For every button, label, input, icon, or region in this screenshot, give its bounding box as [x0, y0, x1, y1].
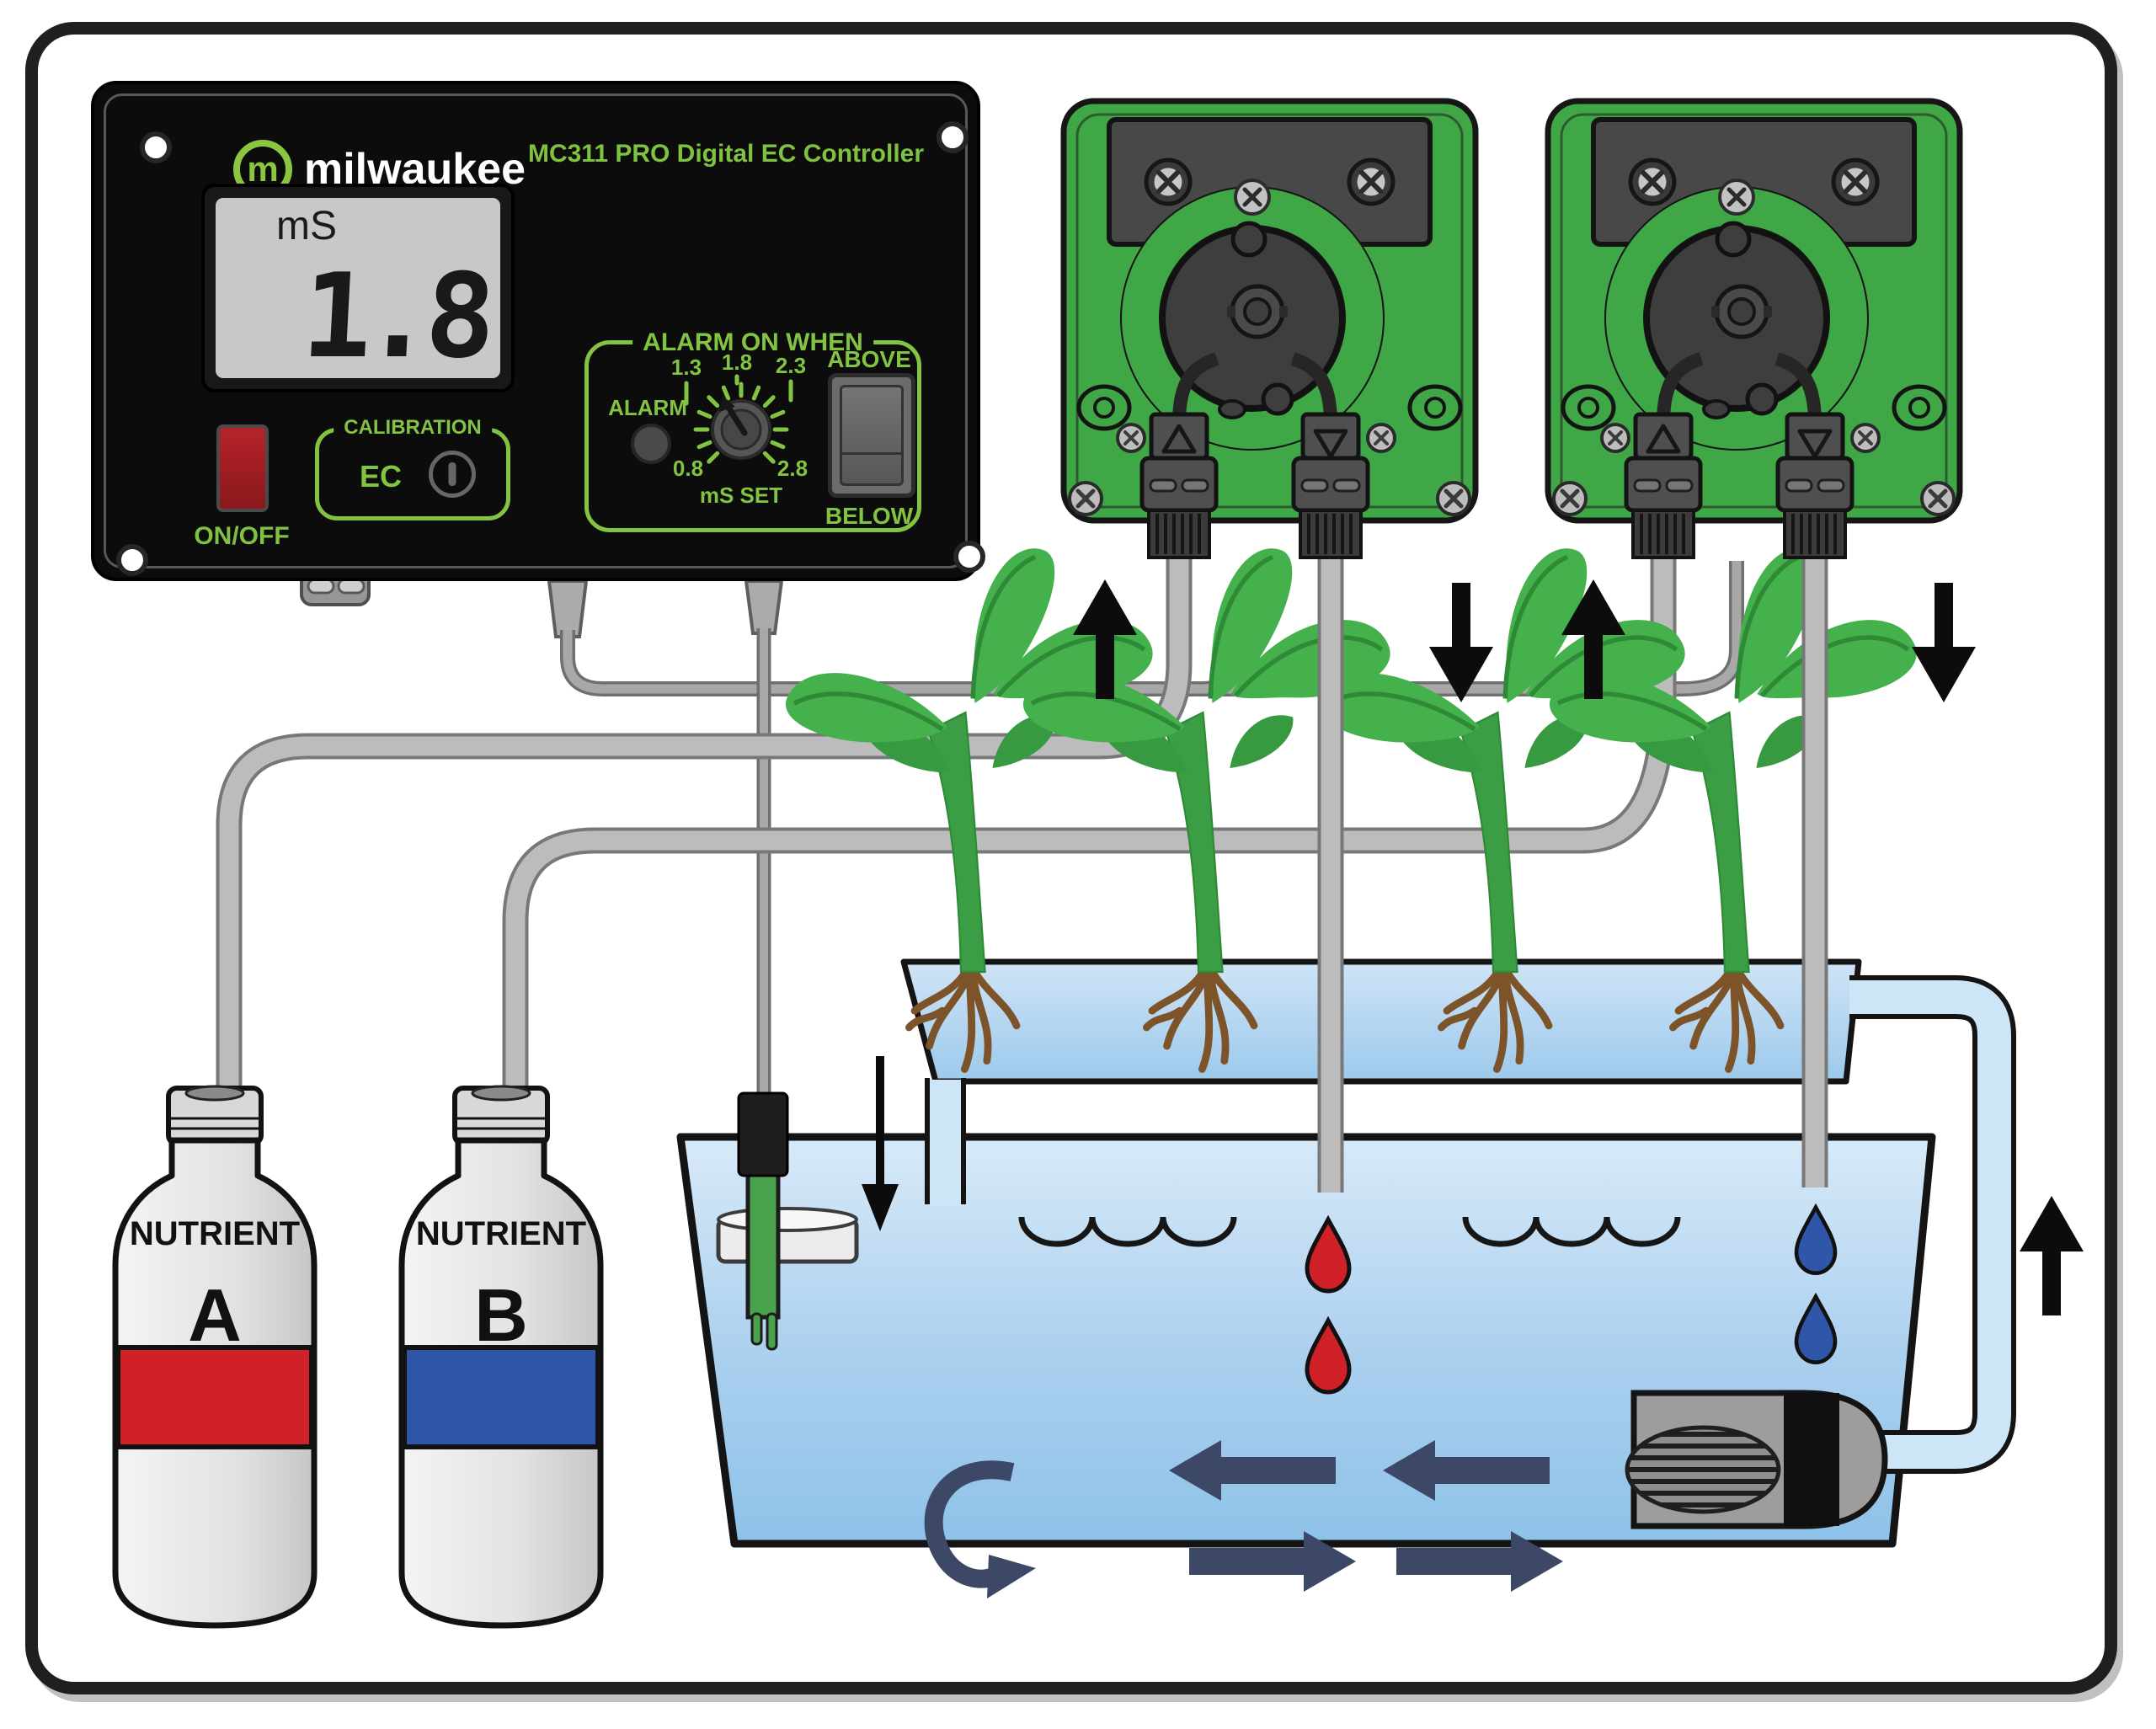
- arrow-down-icon: [1912, 583, 1976, 702]
- panel-screw-icon: [953, 541, 985, 573]
- bottle-a-letter: A: [188, 1273, 242, 1357]
- model-title: MC311 PRO Digital EC Controller: [527, 140, 925, 168]
- cable-gland: [547, 579, 589, 638]
- lcd-value: 1.8: [298, 248, 491, 378]
- bottle-b-label: NUTRIENT: [416, 1215, 586, 1252]
- dial-tick-label: 2.3: [776, 353, 806, 378]
- dial-caption: mS SET: [699, 483, 783, 508]
- grow-tray: [900, 958, 1862, 1085]
- calibration-title: CALIBRATION: [334, 416, 492, 440]
- dosing-pump-1: [1064, 101, 1476, 558]
- return-tube: [1849, 975, 2016, 1474]
- panel-screw-icon: [140, 131, 172, 163]
- drain-arrow-down-icon: [862, 1056, 899, 1231]
- alarm-title: ALARM ON WHEN: [632, 328, 873, 357]
- calibration-section: CALIBRATION EC: [315, 416, 510, 520]
- dial-tick-label: 2.8: [777, 456, 808, 481]
- dosing-pump-2: [1548, 101, 1960, 558]
- calibration-channel: EC: [360, 459, 403, 494]
- circulation-pump: [1625, 1390, 1888, 1529]
- pump-grille-icon: [1625, 1425, 1781, 1514]
- calibration-trimmer-screw[interactable]: [429, 451, 476, 498]
- switch-above-label: ABOVE: [827, 346, 911, 372]
- dial-tick-label: 1.3: [671, 355, 702, 380]
- panel-screw-icon: [937, 121, 969, 153]
- water-surface-waves: [1018, 1216, 1681, 1247]
- alarm-indicator-label: ALARM: [608, 395, 687, 420]
- bottle-a-label: NUTRIENT: [130, 1215, 300, 1252]
- probe-float: [717, 1207, 858, 1232]
- lcd-unit: mS: [276, 204, 337, 248]
- cable-gland: [744, 579, 784, 635]
- power-button[interactable]: [216, 424, 269, 512]
- arrow-up-icon: [2020, 1196, 2084, 1315]
- set-point-dial[interactable]: 1.3 1.8 2.3 0.8 2.8: [636, 350, 846, 484]
- ec-controller-panel: m milwaukee MC311 PRO Digital EC Control…: [91, 81, 985, 581]
- panel-screw-icon: [116, 544, 148, 576]
- bottle-b-letter: B: [474, 1273, 528, 1357]
- ec-probe: [716, 1091, 859, 1351]
- lcd-display: mS 1.8: [201, 184, 515, 392]
- dial-tick-label: 0.8: [673, 456, 703, 481]
- alarm-section: ALARM ON WHEN ALARM 1.3 1.8 2.3 0.8 2.8: [584, 328, 921, 532]
- dial-tick-label: 1.8: [722, 350, 752, 375]
- above-below-switch[interactable]: [828, 373, 915, 498]
- power-label: ON/OFF: [194, 522, 290, 550]
- suction-tube-a: [216, 552, 1193, 1095]
- switch-below-label: BELOW: [825, 503, 914, 529]
- alarm-indicator-button[interactable]: [631, 424, 671, 464]
- tray-drain: [925, 1078, 966, 1206]
- swirl-arrow-icon: [924, 1460, 1036, 1598]
